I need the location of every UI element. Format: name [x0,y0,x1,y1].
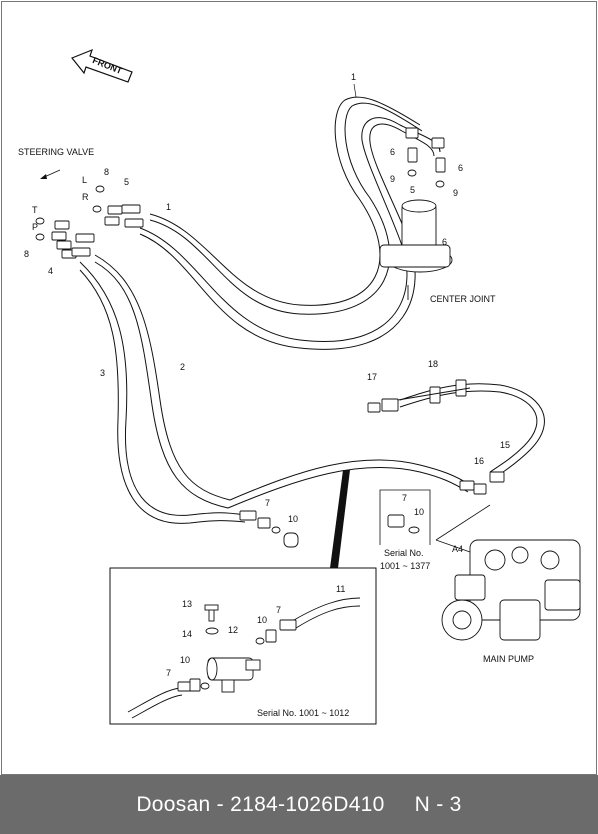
steering-valve-label: STEERING VALVE [18,147,94,157]
port-r-label: R [82,192,89,202]
serial-small-line2: 1001 ~ 1377 [380,561,430,571]
front-arrow-icon: FRONT [71,48,133,83]
callout-16: 16 [474,456,484,466]
fittings-pump-end [239,379,505,548]
hose-3 [79,261,246,524]
footer-part-number: 2184-1026D410 [230,792,385,816]
callout-4: 4 [48,266,53,276]
callout-10d: 10 [180,655,190,665]
callouts: 1 1 2 3 4 5 5 6 6 6 7 7 7 7 8 8 9 9 10 1… [24,72,510,678]
port-p-label: P [32,222,38,232]
serial-inset-label: Serial No. 1001 ~ 1012 [257,708,349,718]
main-pump-label: MAIN PUMP [483,654,534,664]
main-pump-icon [441,539,581,641]
callout-12: 12 [228,625,238,635]
footer-bar: Doosan - 2184-1026D410 N - 3 [0,775,598,834]
callout-6b: 6 [458,163,463,173]
hose-1 [139,96,441,350]
callout-2: 2 [180,362,185,372]
hose-15 [399,383,545,479]
callout-10a: 10 [288,514,298,524]
fittings-center-joint [405,127,446,188]
serial-small-line1: Serial No. [384,548,424,558]
callout-3: 3 [100,368,105,378]
callout-8b: 8 [24,249,29,259]
callout-5: 5 [124,177,129,187]
center-joint-label: CENTER JOINT [430,294,496,304]
callout-6c: 6 [442,237,447,247]
callout-17: 17 [367,372,377,382]
callout-1b: 1 [166,202,171,212]
callout-8a: 8 [104,167,109,177]
callout-9b: 9 [453,188,458,198]
callout-7c: 7 [276,605,281,615]
inset-parts [127,597,361,719]
callout-13: 13 [182,599,192,609]
footer-page: N - 3 [414,792,462,816]
hose-2 [94,254,471,509]
callout-9a: 9 [390,174,395,184]
port-l-label: L [82,175,87,185]
callout-15: 15 [500,440,510,450]
callout-10b: 10 [414,507,424,517]
fittings-steering-valve [35,185,144,259]
hydraulic-diagram: FRONT STEERING VALVE [18,48,581,725]
steering-arrow-icon [40,169,61,179]
port-t-label: T [32,205,38,215]
inset-box [109,567,377,725]
inset-pointer [330,470,350,568]
callout-7d: 7 [166,668,171,678]
callout-11: 11 [336,584,345,594]
callout-18: 18 [428,359,438,369]
callout-10c: 10 [257,615,267,625]
callout-14: 14 [182,629,192,639]
footer-separator: - [216,792,224,816]
footer-brand: Doosan [136,792,211,816]
center-joint-icon [379,199,453,300]
callout-7b: 7 [402,493,407,503]
serial-box-outline [379,489,431,545]
callout-a4: A4 [452,544,463,554]
drawing-frame [1,1,597,775]
callout-5b: 5 [410,185,415,195]
serial-box-fitting [387,514,420,534]
callout-6a: 6 [390,147,395,157]
callout-7a: 7 [265,498,270,508]
callout-1a: 1 [351,72,356,82]
